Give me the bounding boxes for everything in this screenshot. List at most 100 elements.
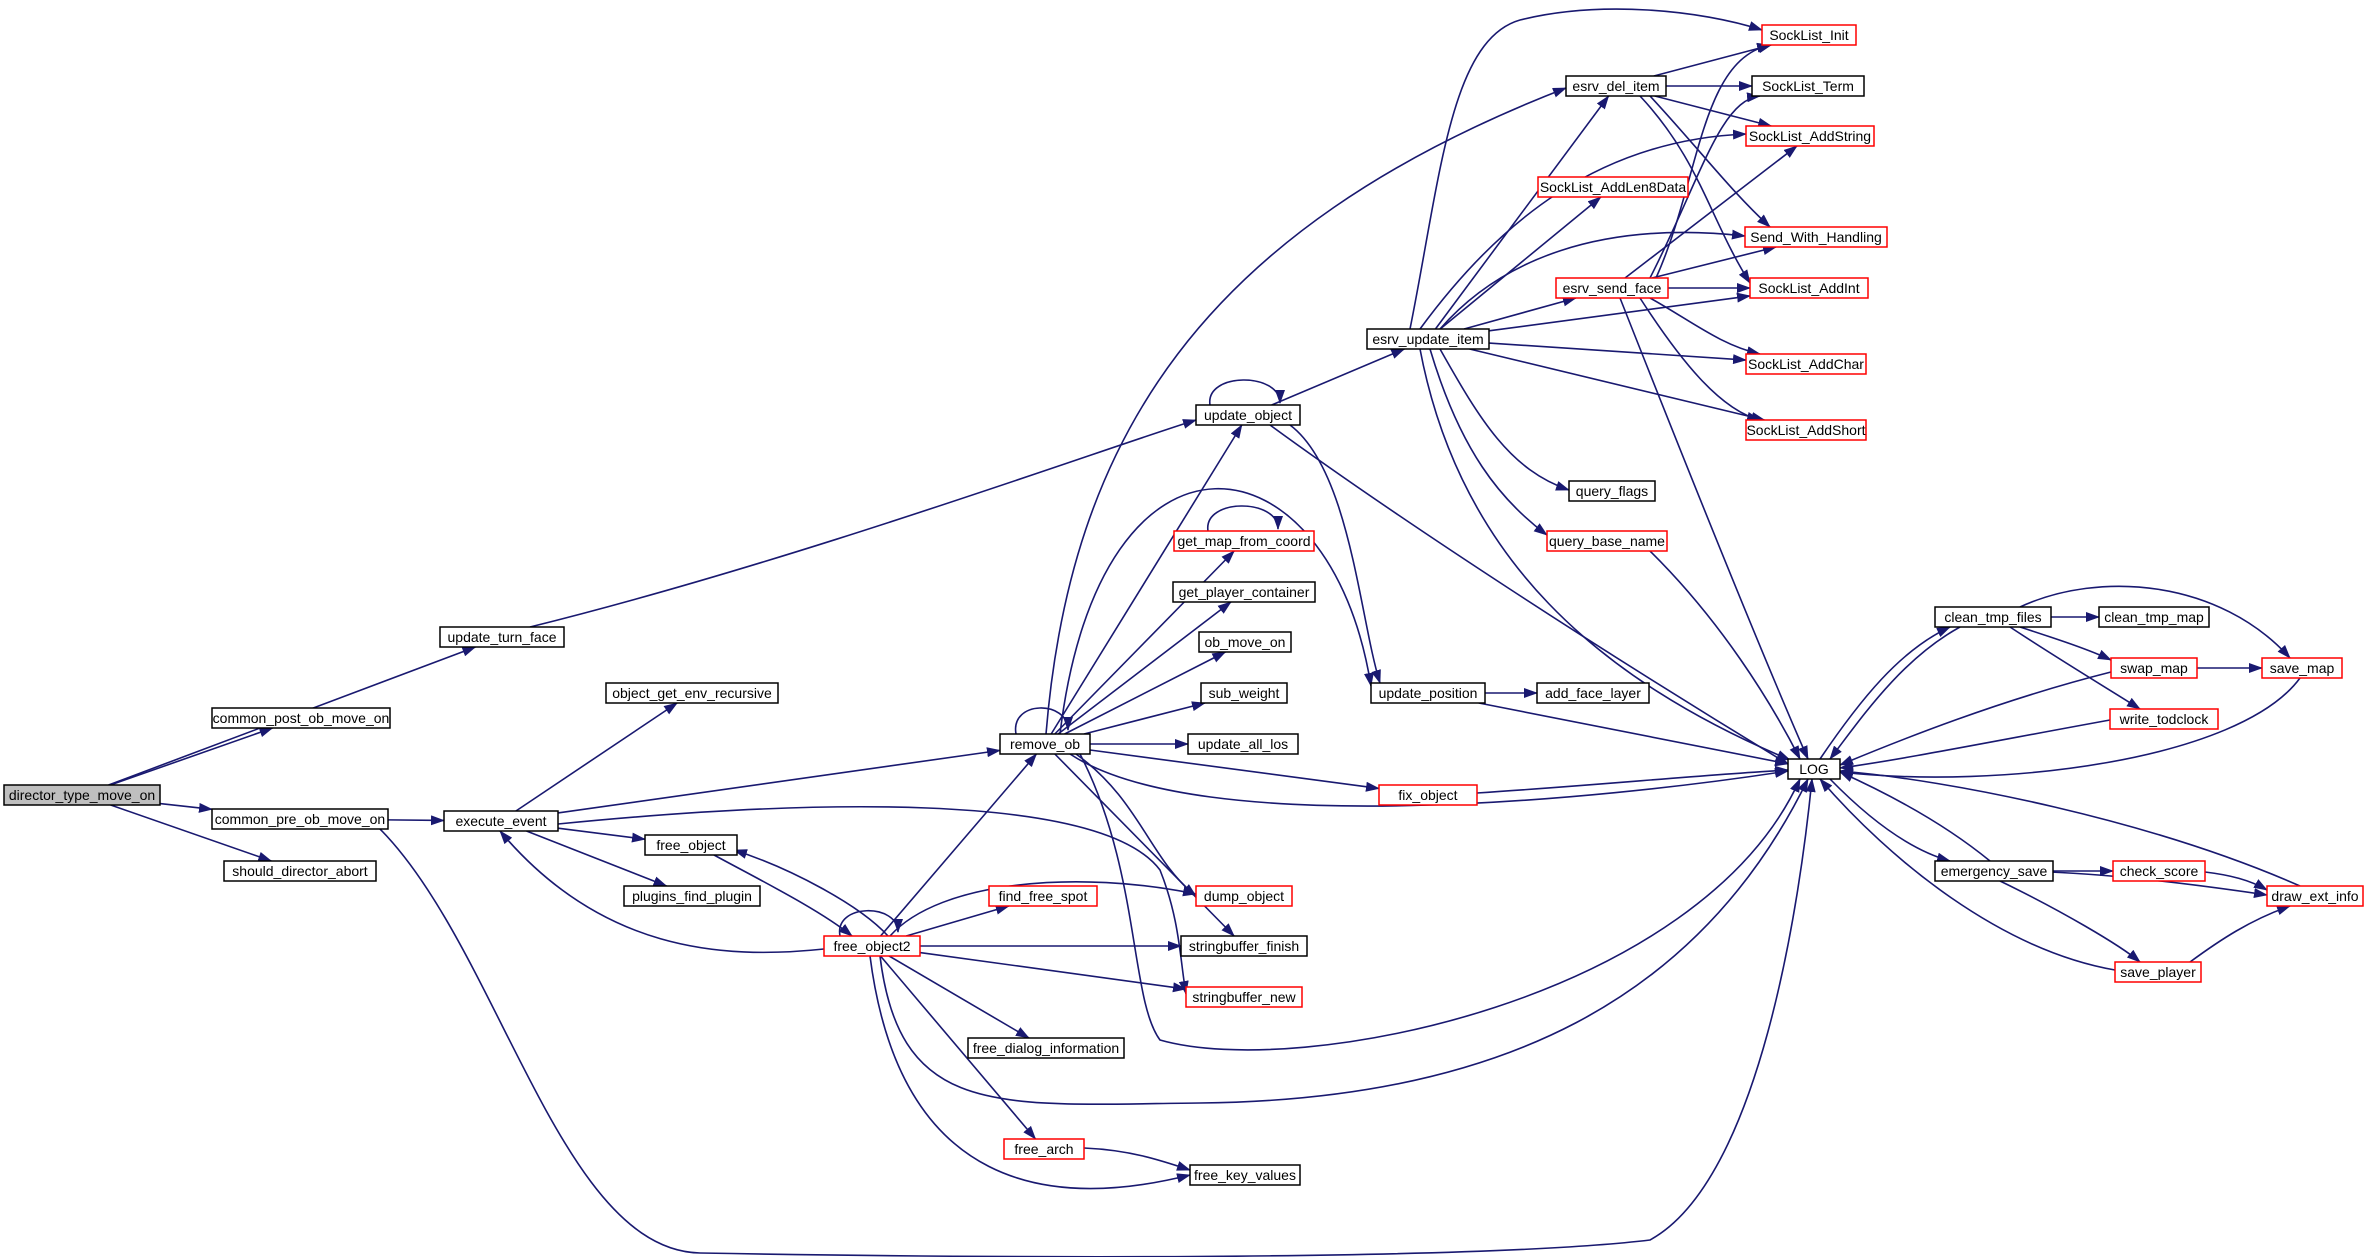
node-label-write_todclock: write_todclock (2119, 711, 2210, 727)
node-LOG[interactable]: LOG (1787, 758, 1841, 780)
node-box-draw_ext_info (2266, 885, 2364, 907)
node-label-emergency_save: emergency_save (1941, 863, 2048, 879)
node-sub_weight[interactable]: sub_weight (1200, 682, 1288, 704)
node-SockList_AddShort[interactable]: SockList_AddShort (1745, 419, 1867, 441)
node-box-save_player (2114, 961, 2202, 983)
node-get_player_container[interactable]: get_player_container (1172, 581, 1316, 603)
node-label-query_flags: query_flags (1576, 483, 1648, 499)
edge-common_pre_ob_move_on-to-LOG (379, 778, 1816, 1257)
node-remove_ob[interactable]: remove_ob (999, 733, 1091, 755)
edge-remove_ob-to-dump_object (1075, 753, 1197, 897)
node-box-update_all_los (1187, 733, 1299, 755)
node-SockList_AddChar[interactable]: SockList_AddChar (1745, 353, 1867, 375)
edge-query_base_name-to-LOG (1649, 550, 1801, 760)
edge-LOG-to-clean_tmp_files (1819, 626, 1951, 760)
node-box-esrv_del_item (1565, 75, 1667, 97)
node-box-esrv_send_face (1555, 277, 1669, 299)
node-should_director_abort[interactable]: should_director_abort (223, 860, 377, 882)
node-esrv_update_item[interactable]: esrv_update_item (1366, 328, 1490, 350)
node-common_post_ob_move_on[interactable]: common_post_ob_move_on (211, 707, 391, 729)
edge-execute_event-to-stringbuffer_new (557, 806, 1189, 995)
node-clean_tmp_files[interactable]: clean_tmp_files (1934, 606, 2052, 628)
node-label-free_object: free_object (656, 837, 725, 853)
node-execute_event[interactable]: execute_event (443, 810, 559, 832)
node-get_map_from_coord[interactable]: get_map_from_coord (1173, 530, 1315, 552)
edge-free_object2-to-stringbuffer_new (919, 951, 1187, 993)
node-update_position[interactable]: update_position (1370, 682, 1486, 704)
node-label-SockList_AddLen8Data: SockList_AddLen8Data (1540, 179, 1687, 195)
node-stringbuffer_finish[interactable]: stringbuffer_finish (1180, 935, 1308, 957)
node-label-esrv_update_item: esrv_update_item (1372, 331, 1483, 347)
node-label-common_pre_ob_move_on: common_pre_ob_move_on (215, 811, 385, 827)
node-label-fix_object: fix_object (1398, 787, 1457, 803)
node-free_key_values[interactable]: free_key_values (1189, 1164, 1301, 1186)
edge-esrv_send_face-to-SockList_AddString (1624, 145, 1798, 279)
edge-LOG-to-emergency_save (1829, 778, 1951, 863)
node-swap_map[interactable]: swap_map (2110, 657, 2198, 679)
node-director_type_move_on[interactable]: director_type_move_on (3, 784, 161, 806)
node-draw_ext_info[interactable]: draw_ext_info (2266, 885, 2364, 907)
node-free_object2[interactable]: free_object2 (823, 935, 921, 957)
edge-free_object2-to-remove_ob (879, 753, 1038, 937)
node-box-get_player_container (1172, 581, 1316, 603)
node-dump_object[interactable]: dump_object (1195, 885, 1293, 907)
node-write_todclock[interactable]: write_todclock (2109, 708, 2219, 730)
node-box-SockList_AddChar (1745, 353, 1867, 375)
node-label-find_free_spot: find_free_spot (999, 888, 1088, 904)
node-box-should_director_abort (223, 860, 377, 882)
node-label-get_map_from_coord: get_map_from_coord (1177, 533, 1310, 549)
edge-save_player-to-draw_ext_info (2189, 905, 2291, 963)
node-update_all_los[interactable]: update_all_los (1187, 733, 1299, 755)
node-free_object[interactable]: free_object (644, 834, 738, 856)
node-SockList_AddLen8Data[interactable]: SockList_AddLen8Data (1537, 176, 1689, 198)
node-label-remove_ob: remove_ob (1010, 736, 1080, 752)
node-object_get_env_recursive[interactable]: object_get_env_recursive (605, 682, 779, 704)
node-box-SockList_AddLen8Data (1537, 176, 1689, 198)
node-save_map[interactable]: save_map (2261, 657, 2343, 679)
node-free_dialog_information[interactable]: free_dialog_information (967, 1037, 1125, 1059)
node-label-save_player: save_player (2120, 964, 2196, 980)
node-free_arch[interactable]: free_arch (1003, 1138, 1085, 1160)
node-box-sub_weight (1200, 682, 1288, 704)
edge-common_pre_ob_move_on-to-execute_event (387, 815, 445, 826)
node-label-SockList_AddChar: SockList_AddChar (1748, 356, 1864, 372)
node-box-dump_object (1195, 885, 1293, 907)
node-SockList_AddString[interactable]: SockList_AddString (1745, 125, 1875, 147)
node-SockList_AddInt[interactable]: SockList_AddInt (1749, 277, 1869, 299)
node-query_base_name[interactable]: query_base_name (1546, 530, 1668, 552)
node-SockList_Term[interactable]: SockList_Term (1751, 75, 1865, 97)
node-ob_move_on[interactable]: ob_move_on (1198, 631, 1292, 653)
node-query_flags[interactable]: query_flags (1568, 480, 1656, 502)
node-esrv_del_item[interactable]: esrv_del_item (1565, 75, 1667, 97)
edge-remove_ob-to-update_position (1059, 487, 1374, 735)
node-find_free_spot[interactable]: find_free_spot (988, 885, 1098, 907)
edge-free_object2-to-find_free_spot (905, 904, 1010, 937)
node-clean_tmp_map[interactable]: clean_tmp_map (2098, 606, 2210, 628)
node-emergency_save[interactable]: emergency_save (1934, 860, 2054, 882)
node-box-emergency_save (1934, 860, 2054, 882)
edge-remove_ob-to-esrv_del_item (1045, 87, 1567, 735)
node-label-LOG: LOG (1799, 761, 1829, 777)
edge-remove_ob-to-stringbuffer_new (1079, 753, 1801, 1051)
node-SockList_Init[interactable]: SockList_Init (1761, 24, 1857, 46)
node-update_object[interactable]: update_object (1195, 404, 1301, 426)
node-fix_object[interactable]: fix_object (1378, 784, 1478, 806)
node-box-query_base_name (1546, 530, 1668, 552)
node-add_face_layer[interactable]: add_face_layer (1536, 682, 1650, 704)
edge-esrv_send_face-to-Send_With_Handling (1651, 245, 1777, 279)
node-common_pre_ob_move_on[interactable]: common_pre_ob_move_on (211, 808, 389, 830)
node-save_player[interactable]: save_player (2114, 961, 2202, 983)
node-update_turn_face[interactable]: update_turn_face (439, 626, 565, 648)
node-esrv_send_face[interactable]: esrv_send_face (1555, 277, 1669, 299)
edge-update_turn_face-to-update_object (529, 419, 1197, 628)
node-check_score[interactable]: check_score (2112, 860, 2206, 882)
node-label-SockList_AddShort: SockList_AddShort (1746, 422, 1865, 438)
node-stringbuffer_new[interactable]: stringbuffer_new (1185, 986, 1303, 1008)
edge-esrv_update_item-to-SockList_AddShort (1469, 348, 1766, 422)
edge-save_map-to-LOG (1839, 677, 2301, 779)
node-label-SockList_Init: SockList_Init (1769, 27, 1848, 43)
node-plugins_find_plugin[interactable]: plugins_find_plugin (623, 885, 761, 907)
node-box-Send_With_Handling (1744, 226, 1888, 248)
edge-update_object-to-LOG (1269, 424, 1789, 765)
node-Send_With_Handling[interactable]: Send_With_Handling (1744, 226, 1888, 248)
